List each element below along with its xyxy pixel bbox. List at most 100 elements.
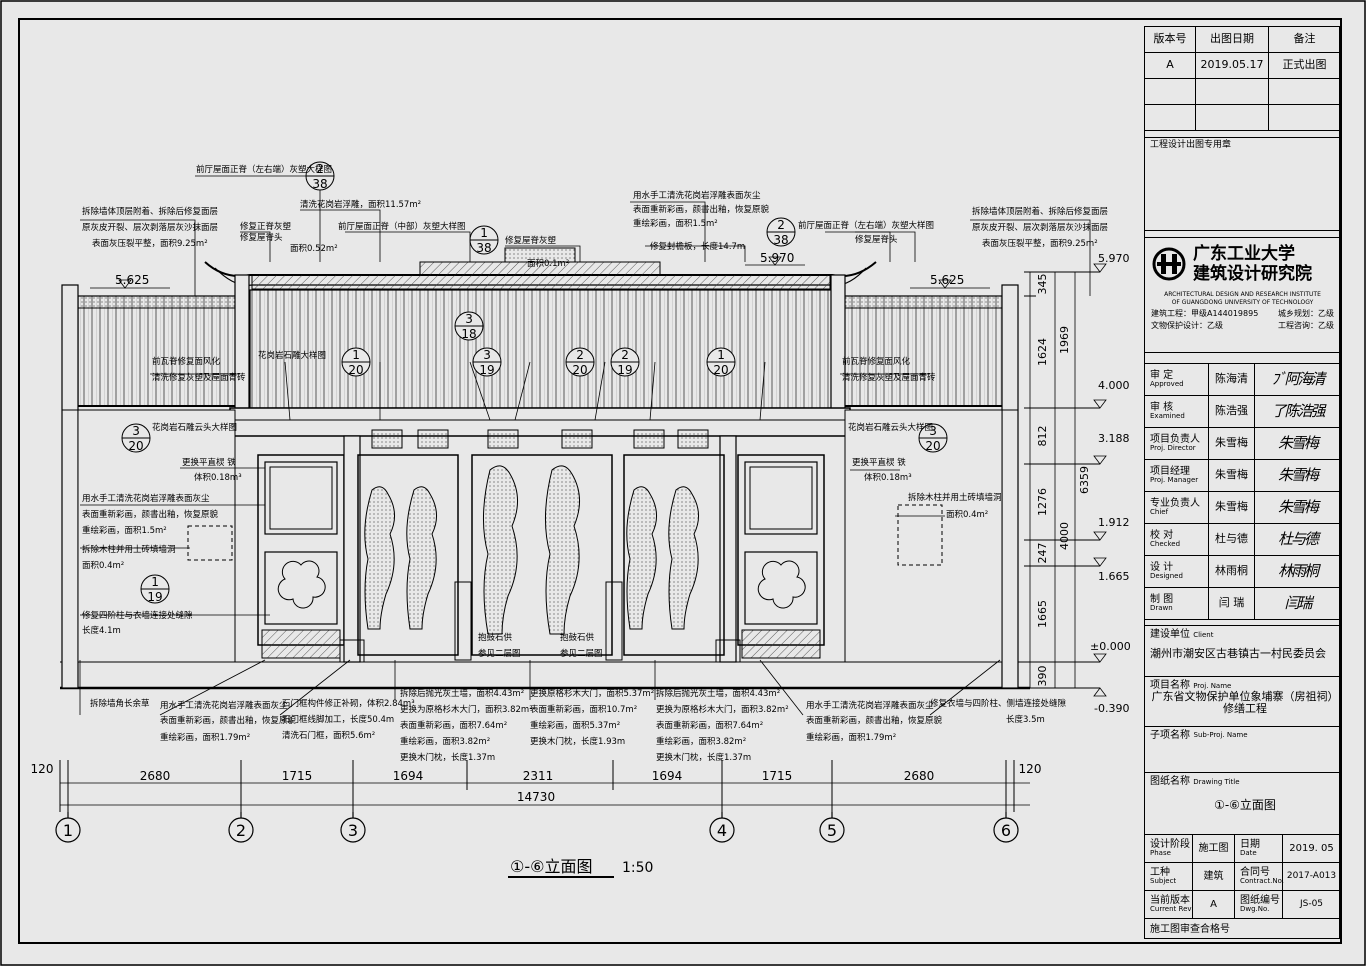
- note: 表面重新彩画，颜書出釉，恢复原貌: [806, 715, 943, 726]
- title-block: 版本号 出图日期 备注 A 2019.05.17 正式出图 工程设计出图专用章 …: [1144, 26, 1340, 939]
- dim-label: 120: [1019, 762, 1042, 776]
- note: 参见二层图: [560, 648, 603, 659]
- axis-label: 2: [236, 821, 246, 840]
- project-label-en: Proj. Name: [1193, 682, 1232, 690]
- note: 更换木门枕，长度1.93m: [530, 736, 625, 747]
- axis-label: 3: [348, 821, 358, 840]
- note: 前厅屋面正脊（左右端）灰塑大样图: [798, 220, 934, 231]
- axis-label: 1: [63, 821, 73, 840]
- roof-level-markers: 5.625 5.970 5.625: [90, 251, 990, 289]
- contract-label-en: Contract.No.: [1240, 877, 1284, 886]
- project-value-1: 广东省文物保护单位象埔寨（房祖祠）: [1151, 690, 1339, 703]
- axis-label: 6: [1001, 821, 1011, 840]
- subject-label-en: Subject: [1150, 877, 1177, 886]
- callout-num: 1: [717, 348, 725, 362]
- note: 清洗石门框，面积5.6m²: [282, 730, 375, 741]
- signoff-label-en: Examined: [1150, 412, 1185, 421]
- note: 修复屋脊头: [855, 234, 898, 245]
- level-label: -0.390: [1094, 702, 1129, 715]
- note: 表面重新彩画，面积7.64m²: [656, 720, 763, 731]
- note: 修复衣墙与四阶柱、侧墙连接处缝隙: [930, 698, 1067, 709]
- note: 拆除木柱并用土砖填墙洞: [908, 492, 1002, 503]
- dim-label: 1715: [762, 769, 793, 783]
- note: 表面重新彩画，面积7.64m²: [400, 720, 507, 731]
- institute-name-1: 广东工业大学: [1193, 244, 1295, 264]
- subproject-label-en: Sub-Proj. Name: [1193, 731, 1248, 739]
- drawing-title-label-en: Drawing Title: [1193, 778, 1240, 786]
- signoff-label: 校 对: [1150, 530, 1174, 542]
- rev-empty: [1269, 79, 1340, 105]
- note: 更换平直棂 铁: [182, 457, 236, 468]
- contract-value: 2017-A013: [1283, 863, 1340, 891]
- dim-label: 1694: [652, 769, 683, 783]
- phase-value: 施工图: [1193, 835, 1235, 863]
- note: 拆除墙体顶层附着、拆除后修复面层: [82, 206, 218, 217]
- level-label: 1.665: [1098, 570, 1130, 583]
- callout-sheet: 19: [617, 363, 632, 377]
- signoff-name: 朱雪梅: [1209, 460, 1255, 492]
- signoff-label: 审 核: [1150, 402, 1174, 414]
- phase-label: 设计阶段: [1150, 839, 1190, 851]
- note: 更换平直棂 铁: [852, 457, 906, 468]
- dim-label: 120: [31, 762, 54, 776]
- rev-empty: [1196, 79, 1269, 105]
- note: 重绘彩画，面积5.37m²: [530, 720, 620, 731]
- note: 修复四阶柱与衣墙连接处缝隙: [82, 610, 193, 621]
- note: 用水手工清洗花岗岩浮雕表面灰尘: [82, 493, 210, 504]
- signoff-label-en: Proj. Manager: [1150, 476, 1199, 485]
- note: 清洗花岗岩浮雕，面积11.57m²: [300, 199, 421, 210]
- note: 用水手工清洗花岗岩浮雕表面灰尘: [633, 190, 761, 201]
- note: 面积0.4m²: [946, 509, 988, 520]
- note: 清洗修复灰塑及屋面青砖: [842, 372, 936, 383]
- note: 修复屋脊头: [240, 232, 283, 243]
- note: 面积0.1m²: [527, 258, 569, 269]
- signature-text: 朱雪梅: [1277, 498, 1319, 517]
- signoff-label: 设 计: [1150, 562, 1174, 574]
- note: 更换原格杉木大门，面积5.37m²: [530, 688, 654, 699]
- dim-label: 2680: [904, 769, 935, 783]
- client-label-en: Client: [1193, 631, 1214, 639]
- signoff-label: 项目经理: [1150, 466, 1190, 478]
- dim-label: 812: [1036, 426, 1049, 447]
- callout-sheet: 20: [128, 439, 143, 453]
- dim-label: 1694: [393, 769, 424, 783]
- subproject-label: 子项名称: [1150, 730, 1190, 741]
- level-label: 5.625: [115, 273, 149, 287]
- level-label: 5.625: [930, 273, 964, 287]
- signature-text: 杜与德: [1277, 530, 1319, 549]
- callout-sheet: 19: [147, 590, 162, 604]
- signature-text: 闫瑞: [1284, 594, 1312, 613]
- callout-num: 2: [316, 162, 324, 176]
- client-value: 潮州市潮安区古巷镇古一村民委员会: [1150, 647, 1326, 660]
- callout-num: 3: [132, 424, 140, 438]
- note: 前瓦脊修复面风化: [152, 356, 221, 367]
- dim-label: 2680: [140, 769, 171, 783]
- note: 拆除后抛光灰土墙，面积4.43m²: [400, 688, 524, 699]
- rev-date: 2019.05.17: [1196, 53, 1269, 79]
- signoff-label-en: Approved: [1150, 380, 1184, 389]
- note: 重绘彩画，面积1.79m²: [160, 732, 250, 743]
- current-label: 当前版本: [1150, 895, 1190, 907]
- callout-sheet: 38: [773, 233, 788, 247]
- callout-num: 2: [621, 348, 629, 362]
- dwg-label: 图纸编号: [1240, 895, 1280, 907]
- signoff-name: 闫 瑞: [1209, 588, 1255, 620]
- signature: 朱雪梅: [1255, 460, 1340, 492]
- axis-label: 4: [717, 821, 727, 840]
- note: 表面重新彩画，颜書出釉，恢复原貌: [160, 715, 297, 726]
- rev-header-version: 版本号: [1145, 27, 1196, 53]
- facade: [60, 247, 1030, 690]
- rev-empty: [1145, 79, 1196, 105]
- signoff-label: 专业负责人: [1150, 498, 1200, 510]
- rev-note: 正式出图: [1269, 53, 1340, 79]
- note: 花岗岩石雕大样图: [258, 350, 326, 361]
- note: 面积0.52m²: [290, 243, 338, 254]
- elevation-title-text: ①-⑥立面图: [510, 857, 592, 876]
- note: 表面重新彩画，颜書出釉，恢复原貌: [633, 204, 770, 215]
